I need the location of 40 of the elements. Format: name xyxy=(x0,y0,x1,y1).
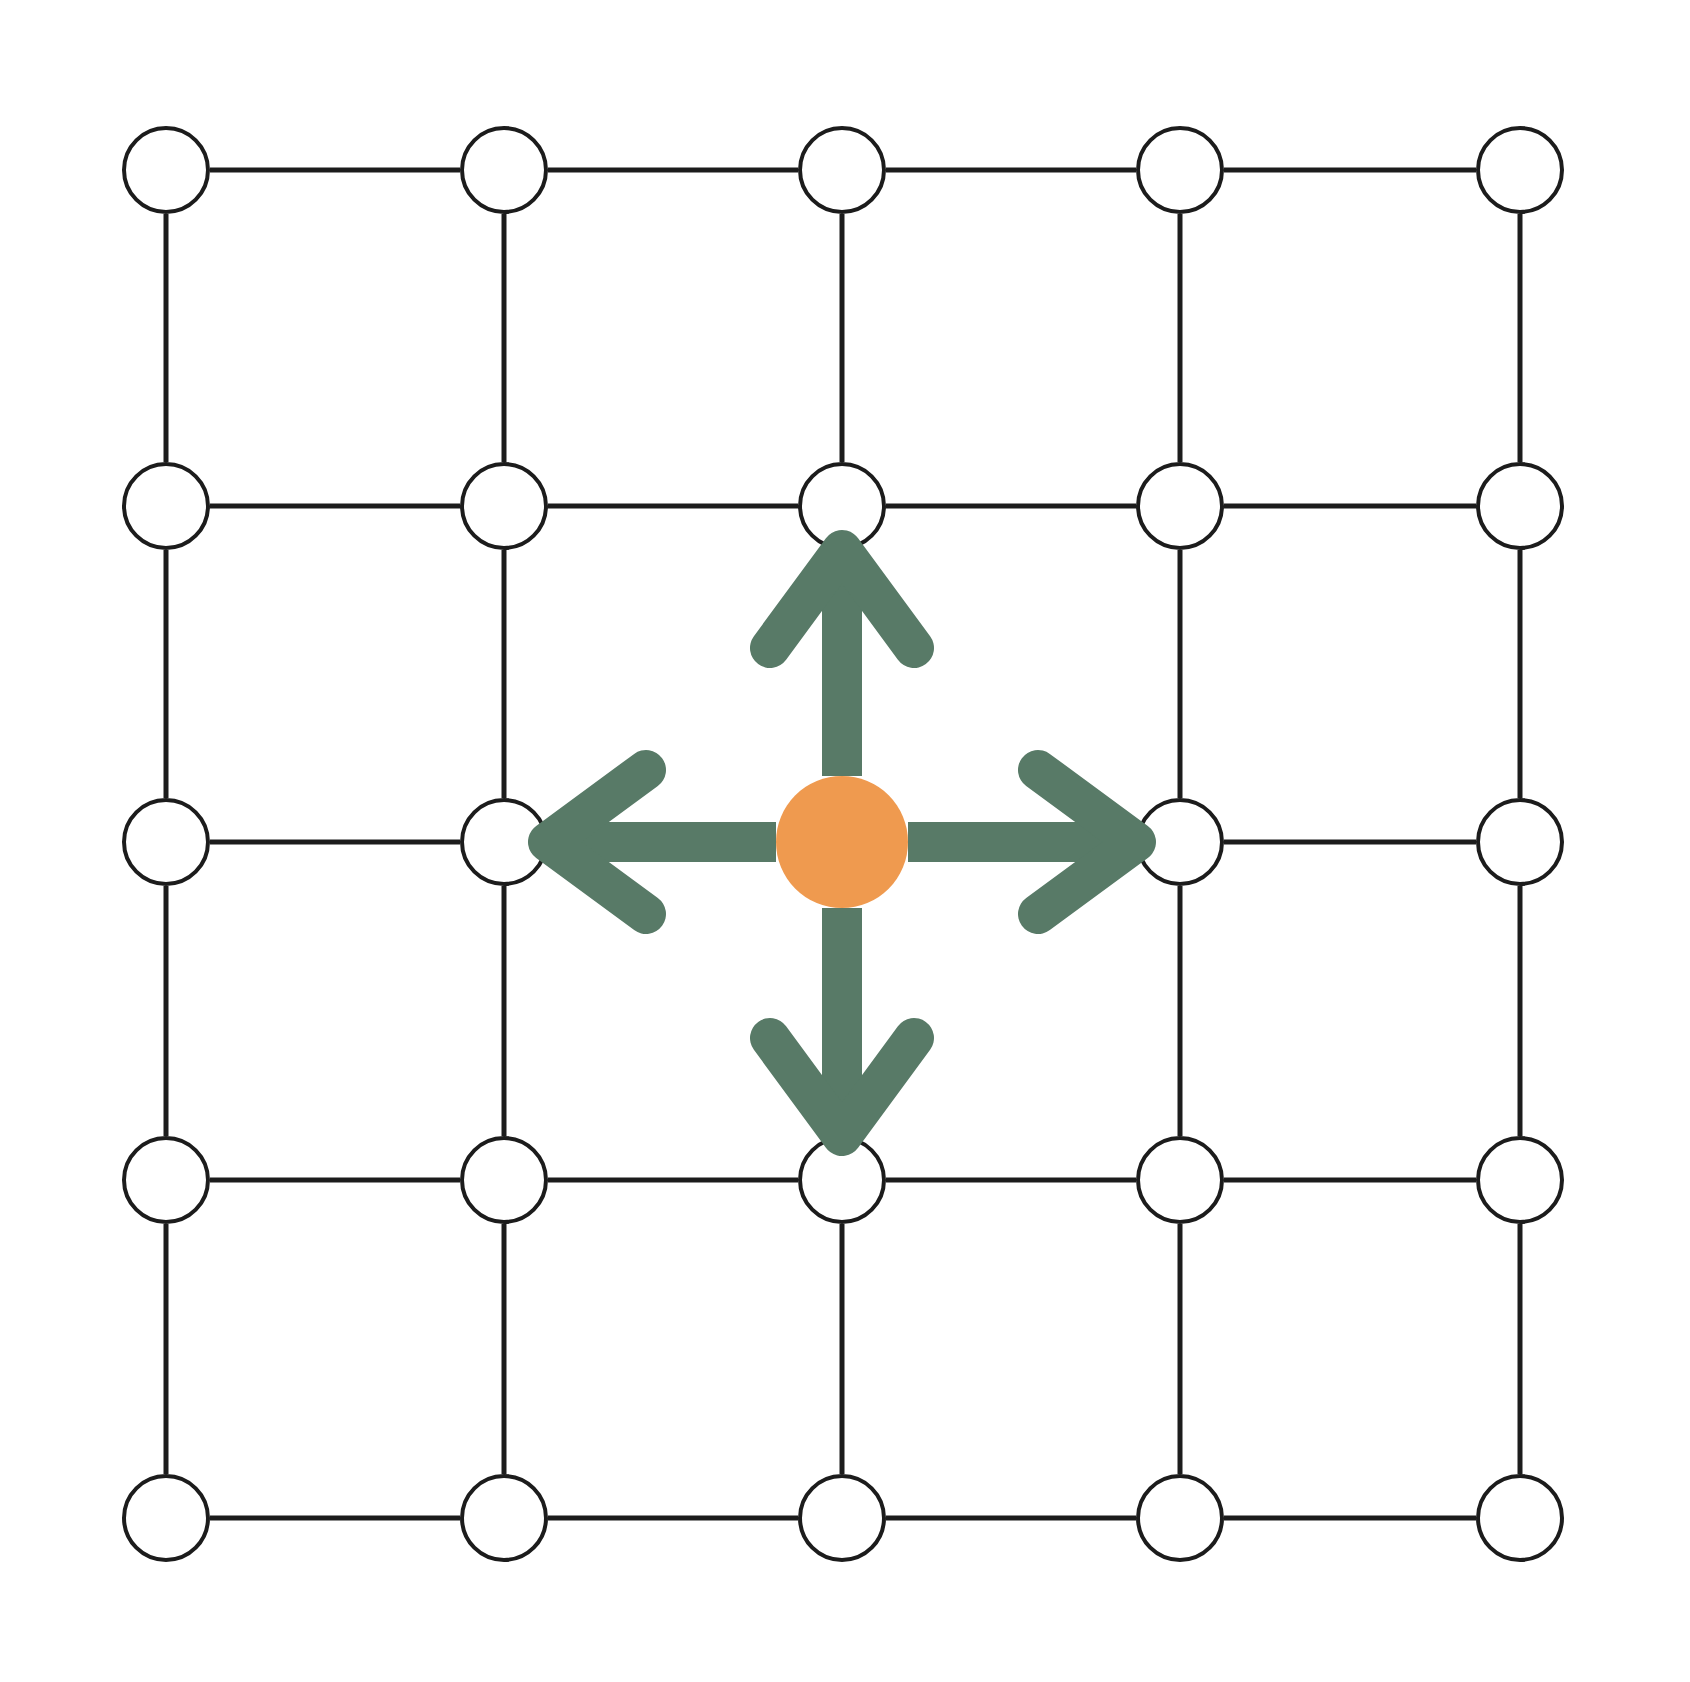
grid-line xyxy=(163,1224,169,1474)
grid-line xyxy=(163,214,169,462)
grid-line xyxy=(1224,839,1476,845)
grid-line xyxy=(1224,167,1476,173)
grid-line xyxy=(548,1515,798,1521)
grid-line xyxy=(501,550,507,798)
grid-line xyxy=(1177,1224,1183,1474)
grid-line xyxy=(886,503,1136,509)
grid-line xyxy=(163,886,169,1136)
grid-line xyxy=(548,167,798,173)
grid-line xyxy=(886,1177,1136,1183)
grid-line xyxy=(1177,550,1183,798)
grid-line xyxy=(501,1224,507,1474)
grid-line xyxy=(501,886,507,1136)
grid-line xyxy=(1224,503,1476,509)
grid-line xyxy=(1177,886,1183,1136)
arrow xyxy=(528,750,776,934)
grid-line xyxy=(1517,550,1523,798)
grid-line xyxy=(548,503,798,509)
grid-line xyxy=(1517,1224,1523,1474)
grid-line xyxy=(210,167,460,173)
grid-line xyxy=(1224,1515,1476,1521)
grid-line xyxy=(501,214,507,462)
grid-line xyxy=(1177,214,1183,462)
grid-line xyxy=(548,1177,798,1183)
grid-line xyxy=(1224,1177,1476,1183)
grid-line xyxy=(210,503,460,509)
grid-line xyxy=(886,167,1136,173)
grid-line xyxy=(210,1177,460,1183)
arrow xyxy=(750,530,934,776)
arrow xyxy=(908,750,1156,934)
grid-line xyxy=(1517,886,1523,1136)
grid-line xyxy=(839,214,845,462)
grid-line xyxy=(210,839,460,845)
grid-line xyxy=(1517,214,1523,462)
grid-line xyxy=(839,1224,845,1474)
grid-line xyxy=(886,1515,1136,1521)
grid-line xyxy=(163,550,169,798)
grid-line xyxy=(210,1515,460,1521)
arrow xyxy=(750,908,934,1156)
